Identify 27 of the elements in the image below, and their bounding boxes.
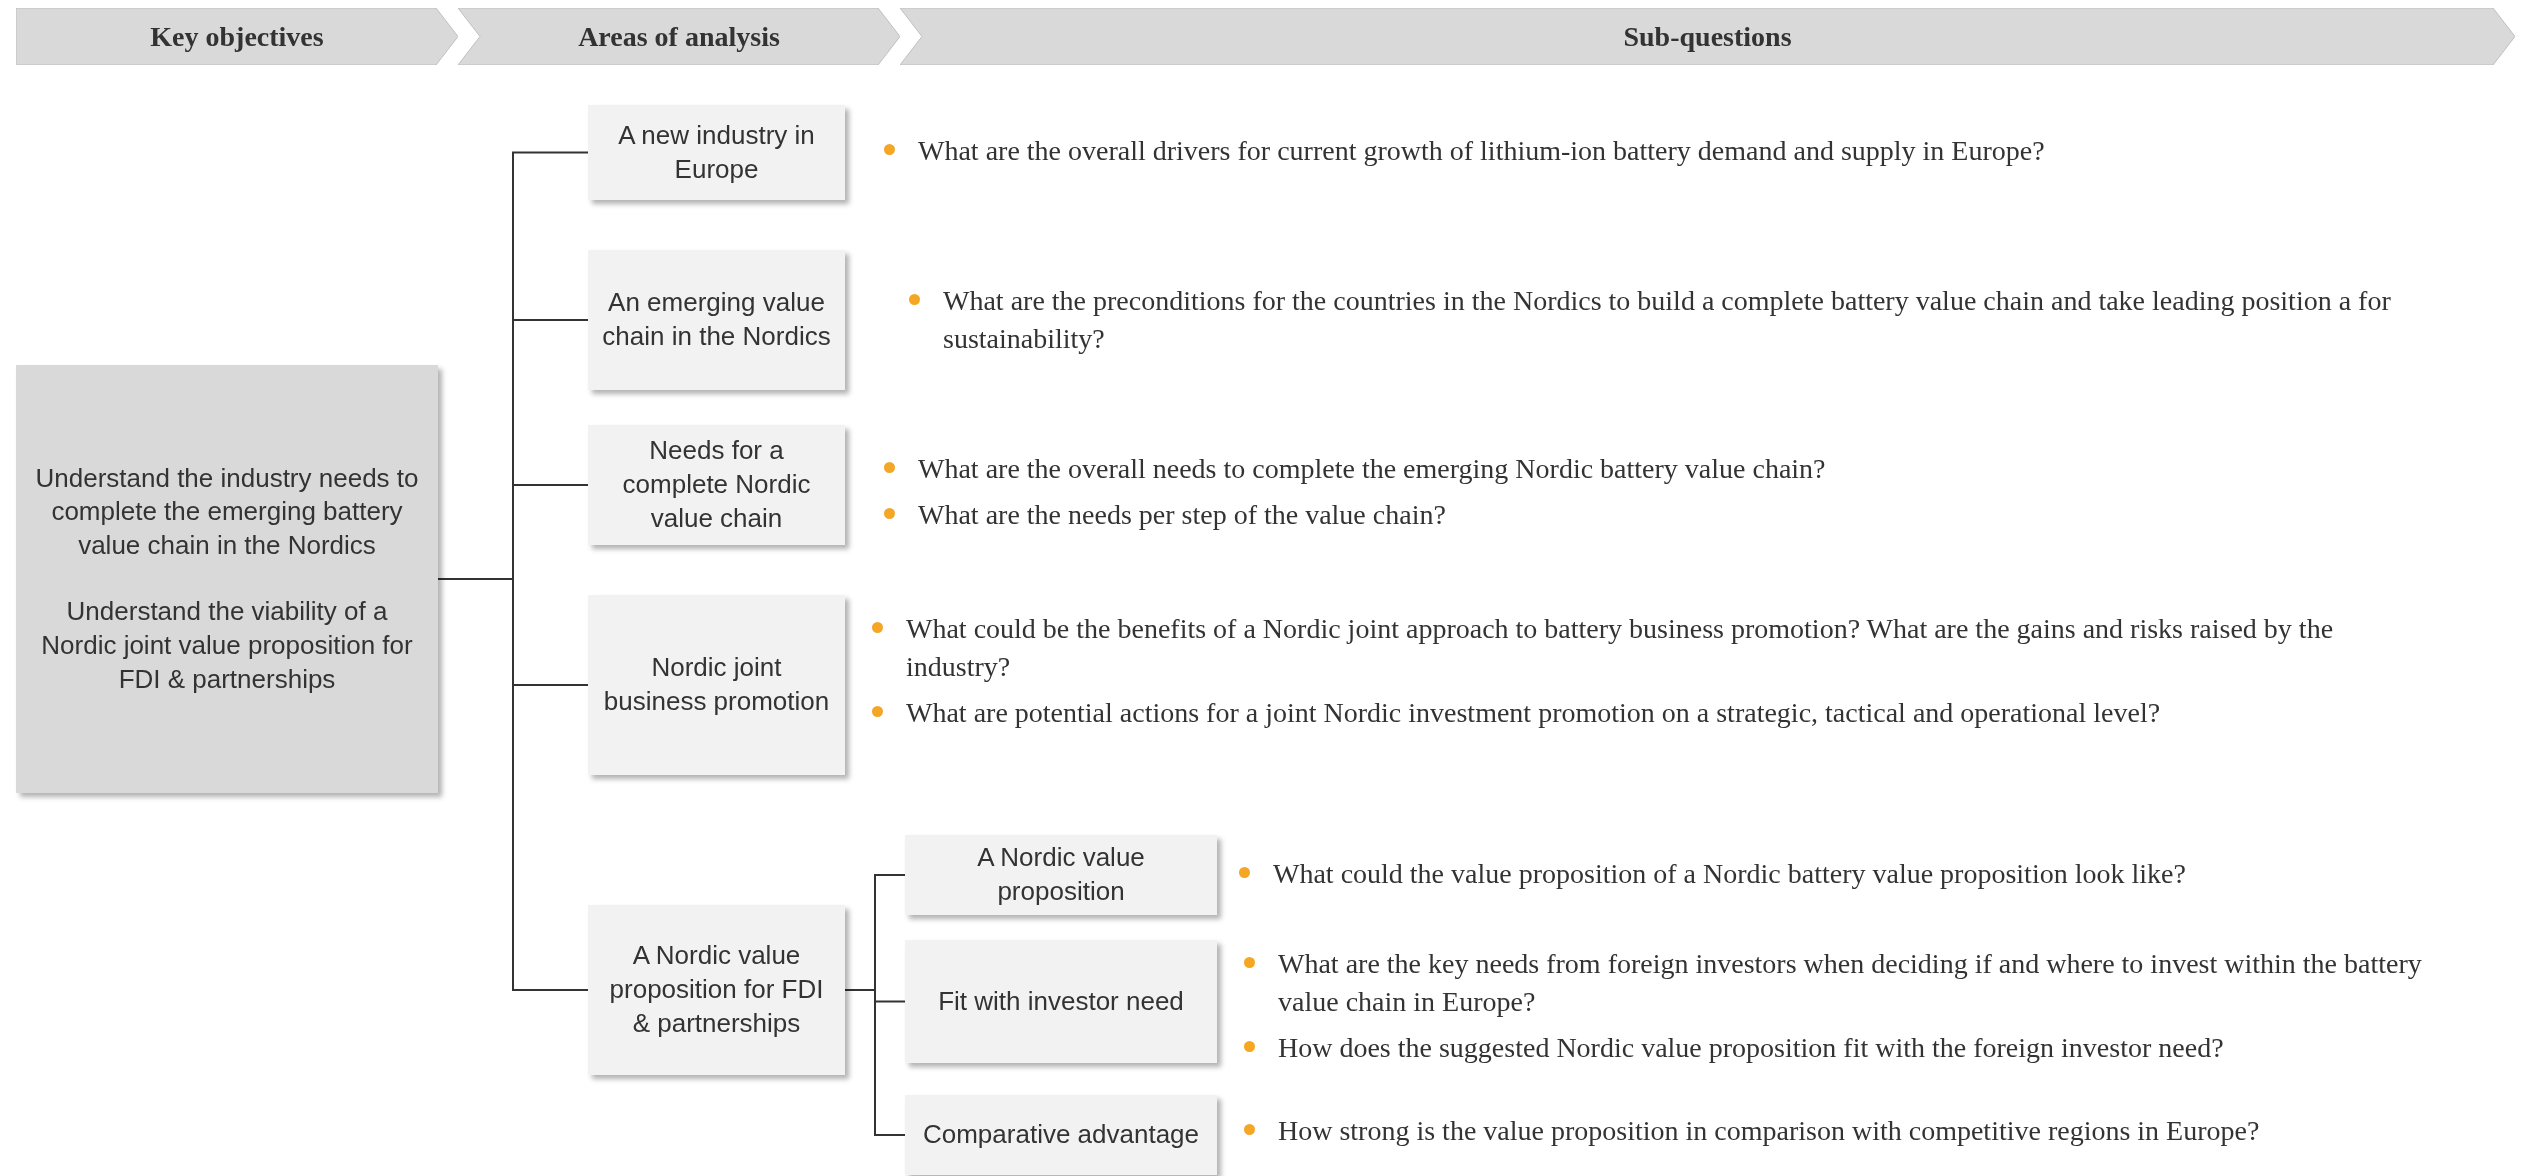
area-box: Nordic joint business promotion	[588, 595, 845, 775]
objective-text: Understand the industry needs to complete the emerging battery value chain in the Nordics	[34, 461, 420, 563]
question-text: What are the preconditions for the countries in the Nordics to build a complete battery value chain and take leading position a for sustainability?	[943, 285, 2391, 354]
area-box: Needs for a complete Nordic value chain	[588, 425, 845, 545]
header-text: Key objectives	[149, 20, 325, 53]
question-text: What are the key needs from foreign investors when deciding if and where to invest within the battery value chain in Europe?	[1278, 948, 2422, 1017]
area-box: Fit with investor need	[905, 940, 1217, 1063]
question-text: What are the overall needs to complete the emerging Nordic battery value chain?	[918, 453, 1826, 484]
question-text: What are potential actions for a joint Nordic investment promotion on a strategic, tactical and operational level?	[906, 696, 2161, 728]
area-box: Comparative advantage	[905, 1095, 1217, 1175]
objective-text: Understand the viability of a Nordic joint value proposition for FDI & partnerships	[40, 595, 414, 696]
connector-line	[844, 989, 906, 1136]
area-box: A Nordic value proposition	[905, 835, 1217, 915]
area-box: A Nordic value proposition for FDI & partnerships	[588, 905, 845, 1075]
question-text: What could be the benefits of a Nordic joint approach to battery business promotion? What are the gains and risks raised by the industry?	[906, 613, 2334, 682]
question-text: How strong is the value proposition in comparison with competitive regions in Europe?	[1278, 1115, 2260, 1146]
header-text: Sub-questions	[1622, 20, 1793, 53]
chevron-band	[458, 8, 900, 65]
question-text: What are the overall drivers for current growth of lithium-ion battery demand and supply in Europe?	[918, 135, 2045, 166]
area-box: A new industry in Europe	[588, 105, 845, 200]
header-text: Areas of analysis	[577, 20, 781, 53]
chevron-band	[16, 8, 458, 65]
question-text: What could the value proposition of a Nordic battery value proposition look like?	[1273, 858, 2186, 889]
area-box: An emerging value chain in the Nordics	[588, 250, 845, 390]
question-text: How does the suggested Nordic value proposition fit with the foreign investor need?	[1278, 1031, 2224, 1063]
objective-box	[16, 365, 438, 793]
question-text: What are the needs per step of the value chain?	[918, 498, 1446, 530]
